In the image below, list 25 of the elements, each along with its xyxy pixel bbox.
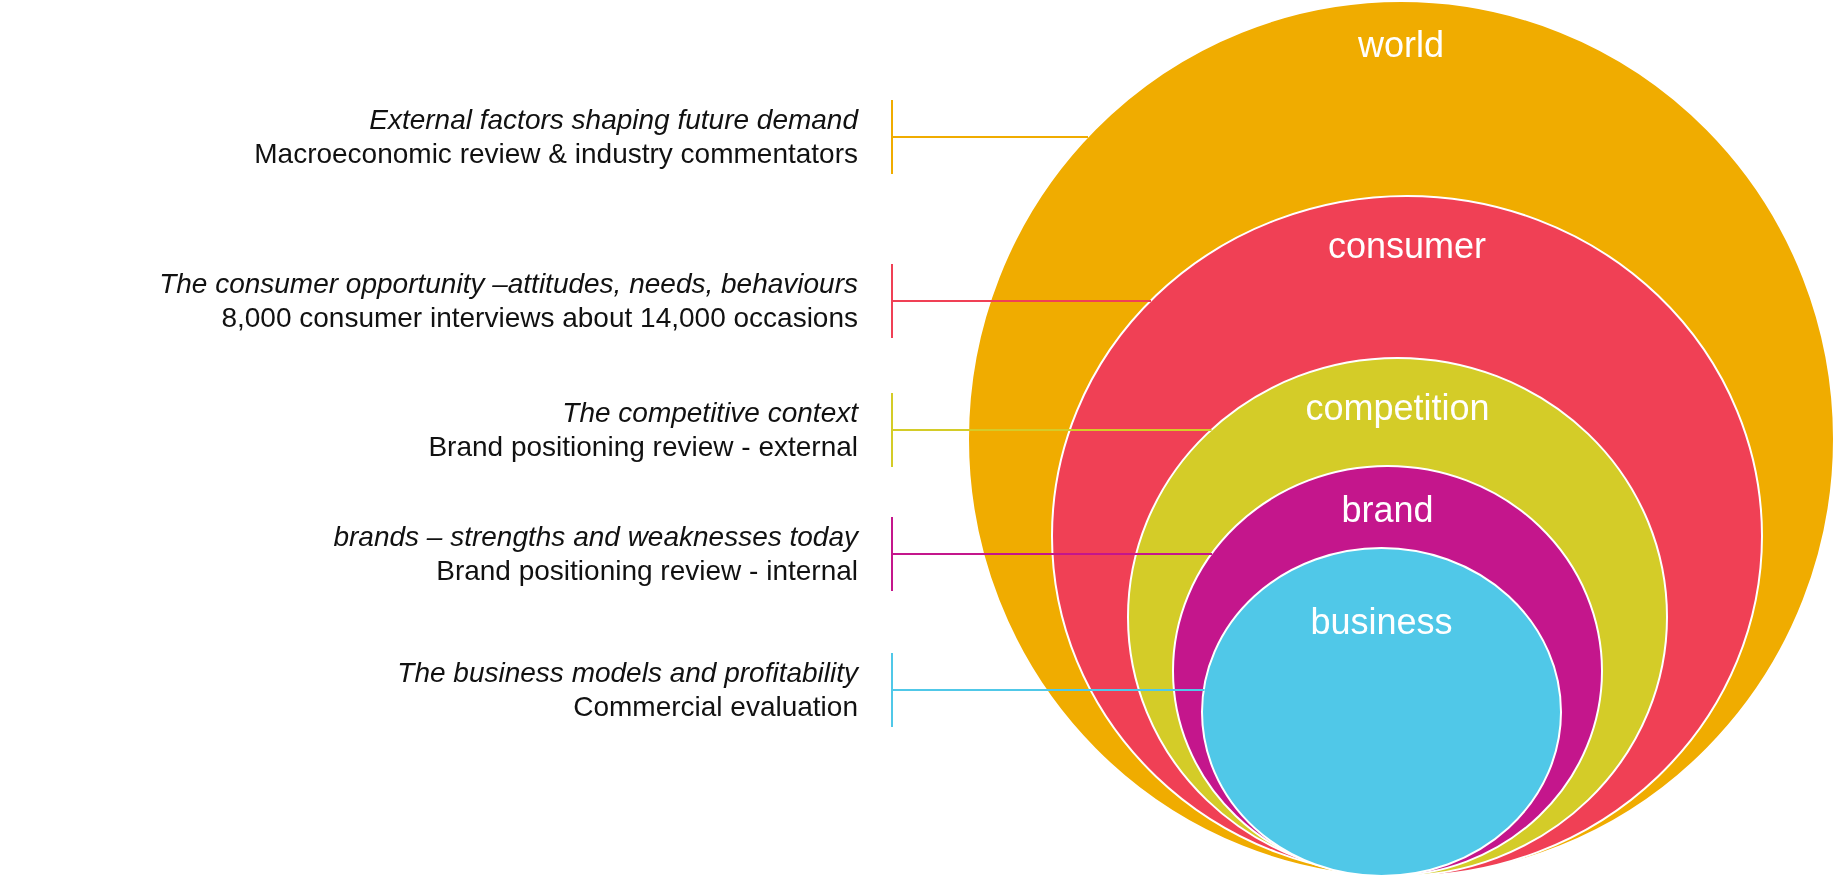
circle-label: business	[1310, 601, 1453, 642]
circle	[1172, 465, 1603, 877]
circle-label: brand	[1341, 489, 1434, 530]
circle-label: competition	[1305, 387, 1490, 428]
description-text: Commercial evaluation	[572, 690, 858, 724]
heading-text: The competitive context	[561, 396, 858, 430]
leader-line	[891, 263, 1152, 339]
outer-circle	[967, 0, 1835, 878]
circle	[1127, 357, 1668, 877]
description-text: Brand positioning review - internal	[435, 554, 858, 588]
leader-line	[891, 652, 1206, 728]
description-text: 8,000 consumer interviews about 14,000 occasions	[220, 301, 858, 335]
heading-text: The consumer opportunity –attitudes, needs, behaviours	[159, 267, 858, 301]
heading-text: External factors shaping future demand	[368, 103, 858, 137]
leader-line	[891, 392, 1213, 468]
heading-text: The business models and profitability	[397, 656, 858, 690]
leader-line	[891, 99, 1089, 175]
circle	[1051, 195, 1763, 877]
circle-label: world	[1358, 24, 1444, 65]
description-text: Macroeconomic review & industry commentators	[254, 137, 858, 171]
leader-line	[891, 516, 1214, 592]
inner-circle	[1201, 547, 1562, 877]
circle-label: consumer	[1327, 225, 1487, 266]
description-text: Brand positioning review - external	[428, 430, 858, 464]
heading-text: brands – strengths and weaknesses today	[333, 520, 858, 554]
